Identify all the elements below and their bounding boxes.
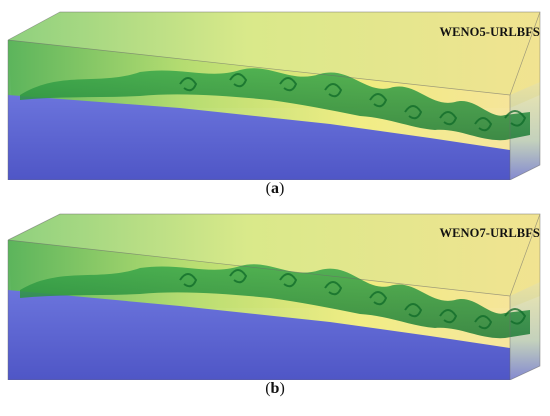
mixing-layer xyxy=(20,264,530,339)
box-edges xyxy=(7,11,541,180)
method-label: WENO5-URLBFS xyxy=(439,25,540,39)
panel-b: WENO7-URLBFS (b) xyxy=(0,208,550,408)
heavy-fluid-region xyxy=(8,95,510,180)
method-label: WENO7-URLBFS xyxy=(439,226,540,240)
flow-visualization-b xyxy=(7,213,541,380)
panel-caption: (b) xyxy=(265,380,285,397)
panel-a: WENO5-URLBFS (a) xyxy=(0,0,550,200)
box-edges xyxy=(7,213,541,380)
flow-visualization-a xyxy=(7,11,541,180)
heavy-fluid-region xyxy=(8,290,510,380)
vortex-rollups xyxy=(179,269,527,330)
mixing-layer xyxy=(20,68,530,141)
vortex-rollups xyxy=(179,73,527,132)
panel-caption: (a) xyxy=(265,180,285,197)
